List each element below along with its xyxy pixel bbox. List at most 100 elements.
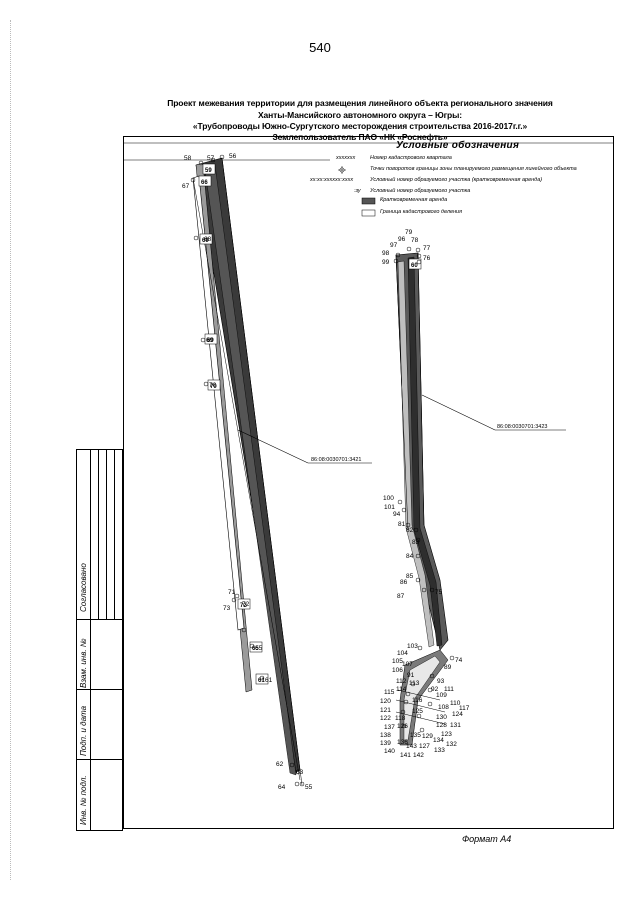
cadastral-number-right: 86:08:0030701:3423 (497, 424, 547, 430)
svg-text:111: 111 (444, 686, 454, 693)
svg-text:130: 130 (436, 714, 447, 721)
header-line-4: Землепользователь ПАО «НК «Роснефть» (272, 132, 448, 142)
legend-item-parcel: Условный номер образуемого участка (370, 188, 471, 194)
stamp-agreed-label: Согласовано (79, 563, 88, 612)
stamp-inv-orig-label: Инв. № подл. (79, 775, 88, 825)
svg-text:79: 79 (405, 229, 413, 236)
svg-text:123: 123 (441, 731, 452, 738)
cadastral-number-left: 86:08:0030701:3421 (311, 457, 361, 463)
svg-text:98: 98 (382, 250, 390, 257)
svg-text:86: 86 (400, 579, 408, 586)
page-number: 540 (309, 40, 331, 55)
svg-text:131: 131 (450, 722, 461, 729)
legend-key-quarter: ххххххх (336, 155, 356, 161)
svg-text:68: 68 (204, 236, 212, 243)
svg-text:122: 122 (380, 715, 391, 722)
svg-text:91: 91 (407, 672, 415, 679)
parcel-label: 69 (207, 338, 214, 344)
svg-text:100: 100 (383, 495, 394, 502)
parcel-label: 70 (210, 384, 217, 390)
svg-text:126: 126 (397, 723, 408, 730)
svg-text:138: 138 (380, 732, 391, 739)
point-labels-right-upper: 79 96 78 97 98 77 99 76 100 101 94 81 82… (382, 229, 443, 600)
svg-text:140: 140 (384, 748, 395, 755)
svg-text:106: 106 (392, 667, 403, 674)
svg-text:132: 132 (446, 741, 457, 748)
legend-item-turn-points: Точки поворотов границы зоны планируемог… (370, 166, 577, 172)
svg-text:141: 141 (400, 752, 411, 759)
svg-text:136: 136 (397, 739, 408, 746)
svg-text:112: 112 (396, 678, 407, 685)
turn-points-left (190, 154, 305, 787)
stamp-sign-date-label: Подп. и дата (79, 705, 88, 756)
svg-text:55: 55 (305, 784, 313, 791)
parcel-label: 72 (240, 603, 247, 609)
cadastral-boundary-swatch (361, 209, 376, 217)
parcel-label: 69 (202, 238, 209, 244)
svg-text:113: 113 (409, 680, 420, 687)
parcel-label: 61 (258, 678, 265, 684)
svg-text:76: 76 (423, 255, 431, 262)
svg-text:94: 94 (393, 511, 401, 518)
svg-text:65: 65 (255, 645, 263, 652)
point-labels-right-lower: 103 104 105 107 106 74 91 89 112 113 93 … (380, 643, 470, 759)
svg-text:73: 73 (223, 605, 231, 612)
svg-text:101: 101 (384, 504, 395, 511)
svg-text:96: 96 (398, 236, 406, 243)
svg-text:137: 137 (384, 724, 395, 731)
stamp-replace-inv-label: Взам. инв. № (79, 638, 88, 688)
svg-text:87: 87 (397, 593, 405, 600)
svg-text:92: 92 (431, 686, 439, 693)
svg-text:83: 83 (412, 539, 420, 546)
sheet-format: Формат А4 (462, 834, 512, 844)
header-line-1: Проект межевания территории для размещен… (167, 98, 553, 108)
svg-text:142: 142 (413, 752, 424, 759)
svg-text:67: 67 (182, 183, 190, 190)
svg-text:85: 85 (406, 573, 414, 580)
svg-text:70: 70 (209, 382, 217, 389)
cadastral-boundary (123, 142, 614, 161)
legend-key-lease-parcel: хх:хх:хххххх:хххх (310, 177, 354, 183)
drawing-frame (123, 136, 614, 829)
svg-text:57: 57 (207, 155, 215, 162)
svg-text:82: 82 (406, 527, 414, 534)
legend-key-parcel: :зу (354, 188, 361, 194)
legend-title: Условные обозначения (396, 140, 520, 151)
svg-text:110: 110 (450, 700, 461, 707)
legend-item-lease-parcel: Условный номер образуемого участка (крат… (370, 177, 543, 183)
svg-text:97: 97 (390, 242, 398, 249)
turn-points-right (393, 246, 435, 593)
right-corridor (395, 252, 449, 746)
svg-text:74: 74 (455, 657, 463, 664)
svg-text:69: 69 (206, 337, 214, 344)
svg-text:89: 89 (444, 664, 452, 671)
svg-text:72: 72 (242, 601, 250, 608)
svg-text:81: 81 (398, 521, 406, 528)
svg-text:71: 71 (228, 589, 236, 596)
short-term-lease-swatch (361, 197, 376, 205)
svg-text:93: 93 (437, 678, 445, 685)
svg-text:109: 109 (436, 692, 447, 699)
header-line-2: Ханты-Мансийского автономного округа – Ю… (257, 110, 463, 120)
svg-text:107: 107 (402, 661, 413, 668)
svg-text:77: 77 (423, 245, 431, 252)
header-line-3: «Трубопроводы Южно-Сургутского месторожд… (192, 121, 528, 131)
svg-text:143: 143 (406, 743, 417, 750)
legend-item-short-lease: Кратковременная аренда (380, 197, 448, 203)
svg-text:120: 120 (380, 698, 391, 705)
svg-text:114: 114 (396, 686, 407, 693)
svg-text:116: 116 (412, 697, 423, 704)
svg-text:63: 63 (296, 769, 304, 776)
svg-text:78: 78 (411, 237, 419, 244)
svg-text:108: 108 (438, 704, 449, 711)
svg-text:75: 75 (435, 589, 443, 596)
svg-text:64: 64 (278, 784, 286, 791)
svg-text:139: 139 (380, 740, 391, 747)
svg-text:58: 58 (184, 155, 192, 162)
svg-text:103: 103 (407, 643, 418, 650)
svg-text:104: 104 (397, 650, 408, 657)
left-corridor (192, 157, 303, 786)
svg-text:127: 127 (419, 743, 430, 750)
svg-text:117: 117 (459, 705, 470, 712)
